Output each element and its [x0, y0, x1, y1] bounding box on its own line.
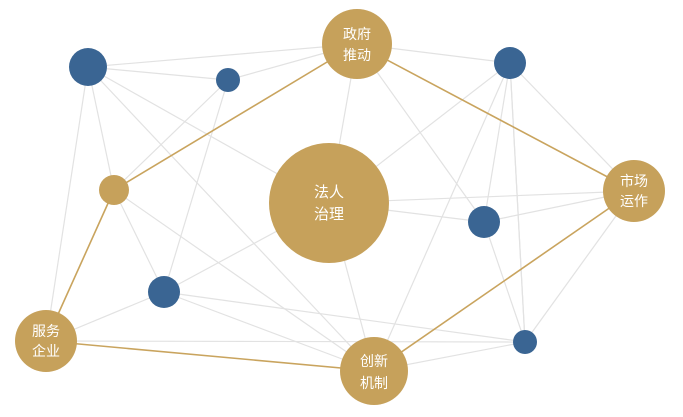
gray-edge-market-b6 [524, 190, 635, 343]
node-service-circle [15, 310, 77, 372]
node-blue-2 [216, 68, 240, 92]
node-market-label-line1: 市场 [620, 173, 648, 190]
node-gov-circle [322, 9, 392, 79]
node-legal-label-line1: 法人 [314, 183, 344, 201]
node-innov-label-line2: 机制 [360, 376, 388, 392]
node-gov: 政府 推动 [322, 9, 392, 79]
node-blue-6 [513, 330, 537, 354]
gray-edge-small_gold-b5 [113, 189, 165, 293]
gold-edge-service-innov [45, 340, 375, 372]
gray-edge-b1-gov [87, 43, 358, 68]
gray-edge-b5-innov [163, 291, 375, 372]
node-small-gold [99, 175, 129, 205]
node-blue-6-circle [513, 330, 537, 354]
gray-edge-b1-innov [87, 66, 375, 372]
node-market: 市场 运作 [603, 160, 665, 222]
gray-edge-service-b6 [45, 340, 526, 343]
gray-edge-b3-b4 [483, 62, 511, 223]
gold-edge-gov-small_gold [113, 43, 358, 191]
gray-edge-small_gold-innov [113, 189, 375, 372]
node-innov-label-line1: 创新 [360, 354, 388, 370]
node-legal-circle [269, 143, 389, 263]
gray-edge-b4-b6 [483, 221, 526, 343]
node-blue-3 [494, 47, 526, 79]
node-small-gold-circle [99, 175, 129, 205]
gray-edge-b1-b2 [87, 66, 229, 81]
node-market-label-line2: 运作 [620, 194, 648, 210]
gray-edge-b2-b5 [163, 79, 229, 293]
node-blue-5-circle [148, 276, 180, 308]
node-blue-3-circle [494, 47, 526, 79]
node-innov-circle [340, 337, 408, 405]
node-service-label-line1: 服务 [32, 324, 60, 340]
nodes: 政府 推动 法人 治理 市场 运作 服务 企业 创新 机制 [15, 9, 665, 405]
gray-edge-b2-small_gold [113, 79, 229, 191]
gray-edge-b6-b3 [509, 62, 526, 343]
gray-edge-b1-small_gold [87, 66, 115, 191]
gray-edge-gov-b4 [356, 43, 485, 223]
node-service-label-line2: 企业 [32, 343, 60, 360]
node-blue-2-circle [216, 68, 240, 92]
node-blue-1 [69, 48, 107, 86]
gold-edge-gov-market [356, 43, 635, 192]
gray-edge-b1-service [45, 66, 89, 342]
node-blue-1-circle [69, 48, 107, 86]
node-legal-label-line2: 治理 [314, 205, 344, 223]
gray-edge-b5-b6 [163, 291, 526, 343]
node-innov: 创新 机制 [340, 337, 408, 405]
node-blue-5 [148, 276, 180, 308]
gold-edge-innov-market [373, 190, 635, 372]
node-service: 服务 企业 [15, 310, 77, 372]
node-blue-4 [468, 206, 500, 238]
node-blue-4-circle [468, 206, 500, 238]
node-gov-label-line2: 推动 [343, 48, 371, 64]
node-market-circle [603, 160, 665, 222]
node-legal: 法人 治理 [269, 143, 389, 263]
node-gov-label-line1: 政府 [343, 27, 371, 43]
